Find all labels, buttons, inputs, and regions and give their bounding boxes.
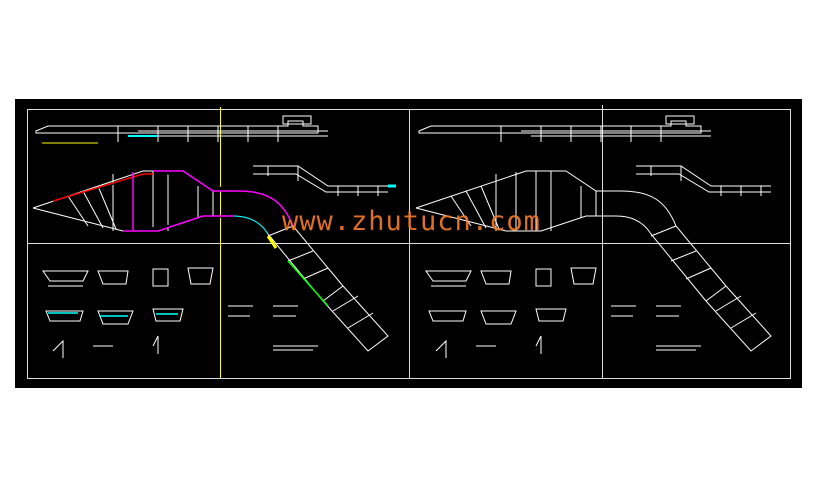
watermark: www.zhutucn.com [282,206,541,237]
sheet-left[interactable] [32,115,396,359]
